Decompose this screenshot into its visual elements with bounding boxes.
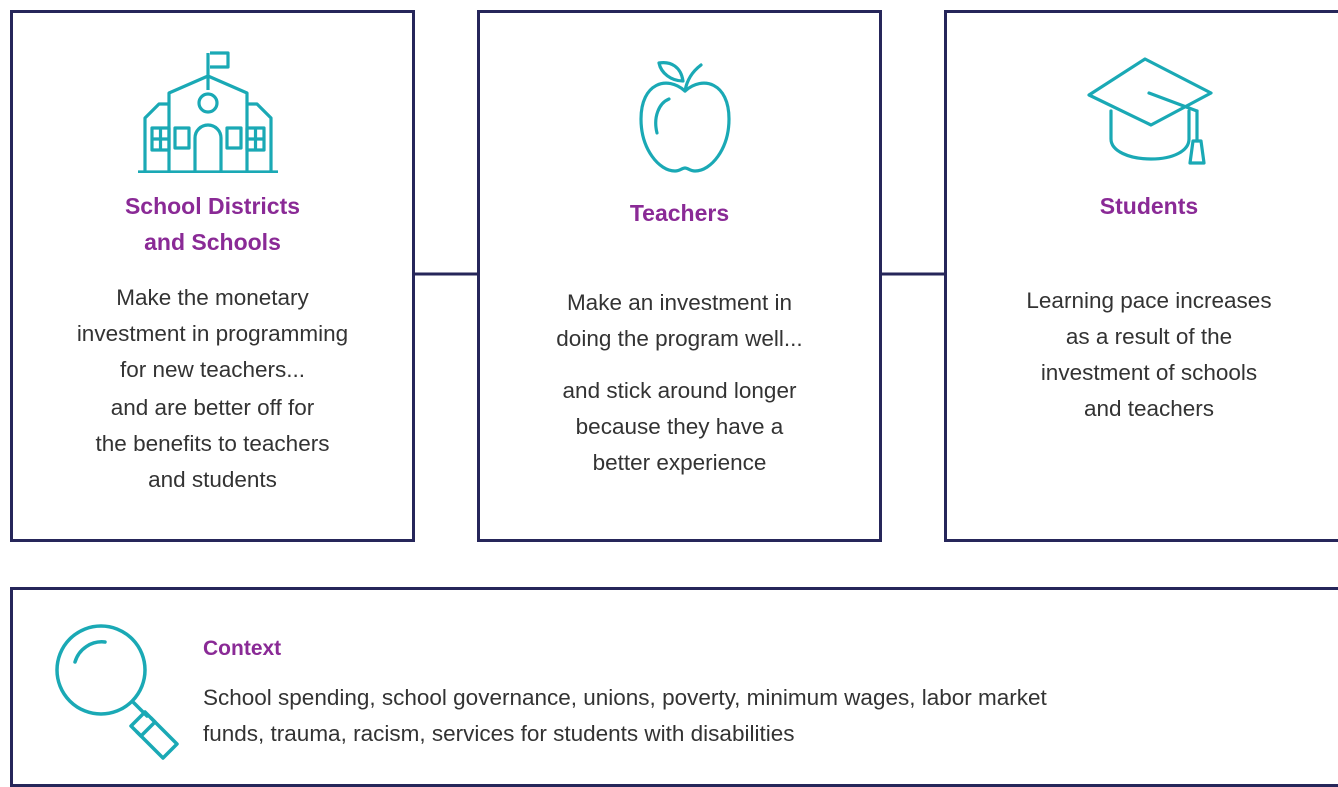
card-outcome: and are better off for the benefits to t… xyxy=(95,395,330,492)
graduation-cap-icon xyxy=(1087,57,1213,165)
context-panel: Context School spending, school governan… xyxy=(10,587,1338,787)
card-title: Students xyxy=(1099,193,1199,219)
card-outcome: and stick around longer because they hav… xyxy=(562,378,797,475)
card-title: School Districts and Schools xyxy=(124,193,301,255)
context-title: Context xyxy=(203,637,282,660)
context-text: School spending, school governance, unio… xyxy=(203,685,1047,746)
card-description: Make an investment in doing the program … xyxy=(556,290,803,351)
school-building-icon xyxy=(138,51,278,173)
card-students: Students Learning pace increases as a re… xyxy=(944,10,1338,542)
card-description: Make the monetary investment in programm… xyxy=(76,285,349,382)
card-teachers: Teachers Make an investment in doing the… xyxy=(477,10,882,542)
magnifying-glass-icon xyxy=(55,624,179,760)
card-description: Learning pace increases as a result of t… xyxy=(1026,288,1272,421)
apple-icon xyxy=(639,61,731,173)
card-school-districts: School Districts and Schools Make the mo… xyxy=(10,10,415,542)
card-title: Teachers xyxy=(629,200,730,226)
